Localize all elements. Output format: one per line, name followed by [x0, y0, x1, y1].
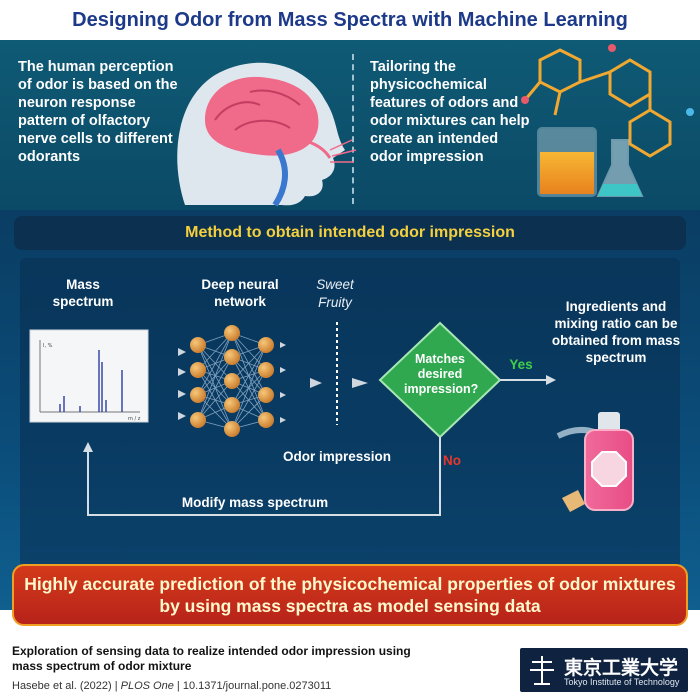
intro-divider [352, 54, 354, 204]
label-deep-neural-network: Deep neural network [201, 277, 279, 309]
label-yes: Yes [509, 357, 533, 372]
nn-neuron [224, 349, 240, 365]
nn-neuron [258, 387, 274, 403]
mass-spectrum-chart: I, % m / z [29, 329, 149, 423]
citation: Hasebe et al. (2022) | PLOS One | 10.137… [12, 680, 331, 692]
citation-authors: Hasebe et al. (2022) [12, 680, 112, 692]
university-logo: 東京工業大学 Tokyo Institute of Technology [520, 648, 688, 692]
label-mass-spectrum: Mass spectrum [52, 277, 114, 309]
nn-connection [231, 344, 267, 430]
nn-output-arrow [280, 342, 286, 348]
nn-neuron [190, 337, 206, 353]
nn-connection [197, 332, 233, 396]
nn-neuron [258, 412, 274, 428]
head-brain-illustration [177, 62, 357, 207]
nn-connection [231, 344, 267, 406]
intro-panel: The human perception of odor is based on… [0, 40, 700, 210]
method-title: Method to obtain intended odor impressio… [185, 224, 515, 241]
paper-title: Exploration of sensing data to realize i… [12, 644, 411, 673]
spectrum-x-label: m / z [128, 416, 141, 422]
citation-separator: | [176, 680, 180, 692]
page-title: Designing Odor from Mass Spectra with Ma… [72, 8, 628, 31]
nn-neuron [224, 325, 240, 341]
nn-connection [231, 380, 267, 421]
spectrum-y-label: I, % [43, 343, 53, 349]
nn-connection [197, 332, 233, 371]
atom-node [608, 44, 616, 52]
perfume-bottle-illustration [556, 412, 634, 512]
nn-connection [197, 369, 233, 430]
nn-neuron [190, 362, 206, 378]
arrow-to-decision [352, 378, 368, 388]
citation-separator: | [114, 680, 118, 692]
nn-neuron [258, 362, 274, 378]
nn-connection [197, 380, 233, 421]
citation-journal: PLOS One [120, 680, 174, 692]
nn-connection [231, 394, 267, 430]
label-fruity: Fruity [318, 295, 352, 310]
nn-connection [197, 356, 233, 421]
university-emblem-icon [530, 656, 554, 685]
arrow-nn-out [310, 378, 322, 388]
nn-connection [197, 344, 233, 406]
molecule-illustration [523, 48, 672, 158]
footer: Exploration of sensing data to realize i… [0, 630, 700, 700]
nn-connection [231, 332, 267, 396]
atom-node [521, 96, 529, 104]
label-odor-impression: Odor impression [282, 449, 392, 464]
nn-neuron [190, 387, 206, 403]
title-bar: Designing Odor from Mass Spectra with Ma… [0, 0, 700, 40]
conclusion-banner: Highly accurate prediction of the physic… [12, 564, 688, 626]
nn-neuron [224, 421, 240, 437]
nn-connection [197, 344, 233, 382]
label-no: No [443, 453, 461, 468]
nn-neuron [224, 397, 240, 413]
nn-neuron [190, 412, 206, 428]
nn-neuron [258, 337, 274, 353]
label-result: Ingredients and mixing ratio can be obta… [551, 299, 681, 365]
logo-english: Tokyo Institute of Technology [564, 677, 680, 687]
neural-network [190, 325, 286, 437]
method-title-bar: Method to obtain intended odor impressio… [14, 216, 686, 250]
label-decision: Matches desired impression? [404, 352, 479, 396]
label-modify-mass-spectrum: Modify mass spectrum [181, 495, 329, 510]
nn-connection [197, 394, 233, 430]
arrow-input [178, 348, 186, 420]
nn-connection [231, 332, 267, 371]
nn-connection [197, 332, 233, 421]
citation-doi[interactable]: 10.1371/journal.pone.0273011 [182, 680, 332, 692]
intro-right-text: Tailoring the physicochemical features o… [370, 59, 530, 165]
no-loop-arrow-head [83, 442, 93, 452]
label-sweet: Sweet [316, 277, 354, 292]
nn-output-arrow [280, 417, 286, 423]
nn-neuron [224, 373, 240, 389]
intro-left-text: The human perception of odor is based on… [18, 59, 178, 165]
nn-connection [231, 356, 267, 396]
nn-output-arrow [280, 367, 286, 373]
nn-connection [231, 356, 267, 421]
yes-arrow-head [546, 375, 556, 385]
logo-japanese: 東京工業大学 [564, 658, 679, 679]
conclusion-text: Highly accurate prediction of the physic… [24, 574, 676, 616]
no-loop-line [87, 437, 441, 516]
nn-connection [197, 369, 233, 406]
atom-node [686, 108, 694, 116]
beaker-flask-illustration [537, 127, 644, 197]
nn-connection [231, 369, 267, 430]
nn-output-arrow [280, 392, 286, 398]
nn-connection [231, 344, 267, 382]
